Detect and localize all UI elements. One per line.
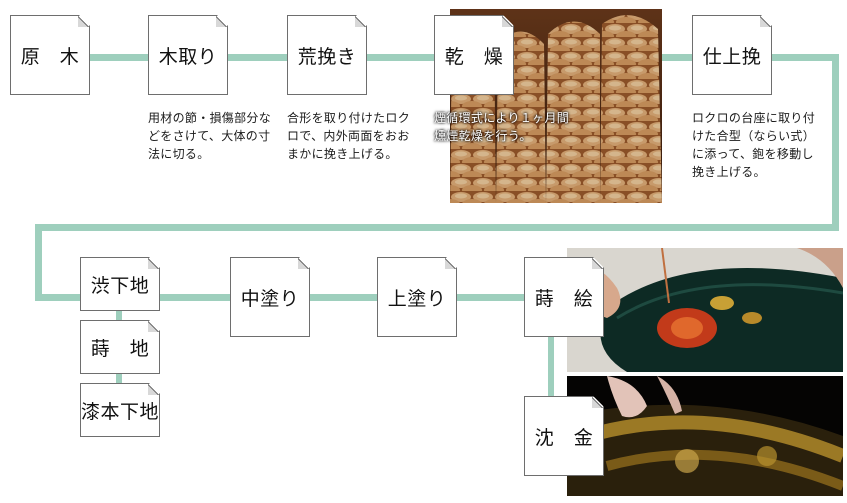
step-arabiki: 荒挽き <box>287 15 367 95</box>
step-shibushitaji: 渋下地 <box>80 257 160 311</box>
step-genboku: 原 木 <box>10 15 90 95</box>
makie-lacquer-image <box>567 248 843 372</box>
makie-photo <box>567 248 843 372</box>
chinkin-photo <box>567 376 843 496</box>
flow-line-right-vertical <box>832 54 839 231</box>
step-urushimotoshitaji: 漆本下地 <box>80 383 160 437</box>
flow-line-left-vertical <box>35 224 42 301</box>
desc-arabiki: 合形を取り付けたロクロで、内外両面をおおまかに挽き上げる。 <box>287 111 411 161</box>
flow-line-branch <box>548 300 554 400</box>
desc-kidori: 用材の節・損傷部分などをさけて、大体の寸法に切る。 <box>148 111 272 161</box>
step-kidori: 木取り <box>148 15 228 95</box>
flow-line-middle <box>35 224 839 231</box>
step-makie: 蒔 絵 <box>524 257 604 337</box>
desc-shiagebiki: ロクロの台座に取り付けた合型（ならい式）に添って、鉋を移動し挽き上げる。 <box>692 111 816 179</box>
step-kansou: 乾 燥 <box>434 15 514 95</box>
desc-kansou: 煙循環式により１ヶ月間燻煙乾燥を行う。 <box>434 111 570 143</box>
step-uwanuri: 上塗り <box>377 257 457 337</box>
chinkin-gold-image <box>567 376 843 496</box>
step-makiji: 蒔 地 <box>80 320 160 374</box>
step-nakanuri: 中塗り <box>230 257 310 337</box>
step-chinkin: 沈 金 <box>524 396 604 476</box>
step-shiagebiki: 仕上挽 <box>692 15 772 95</box>
